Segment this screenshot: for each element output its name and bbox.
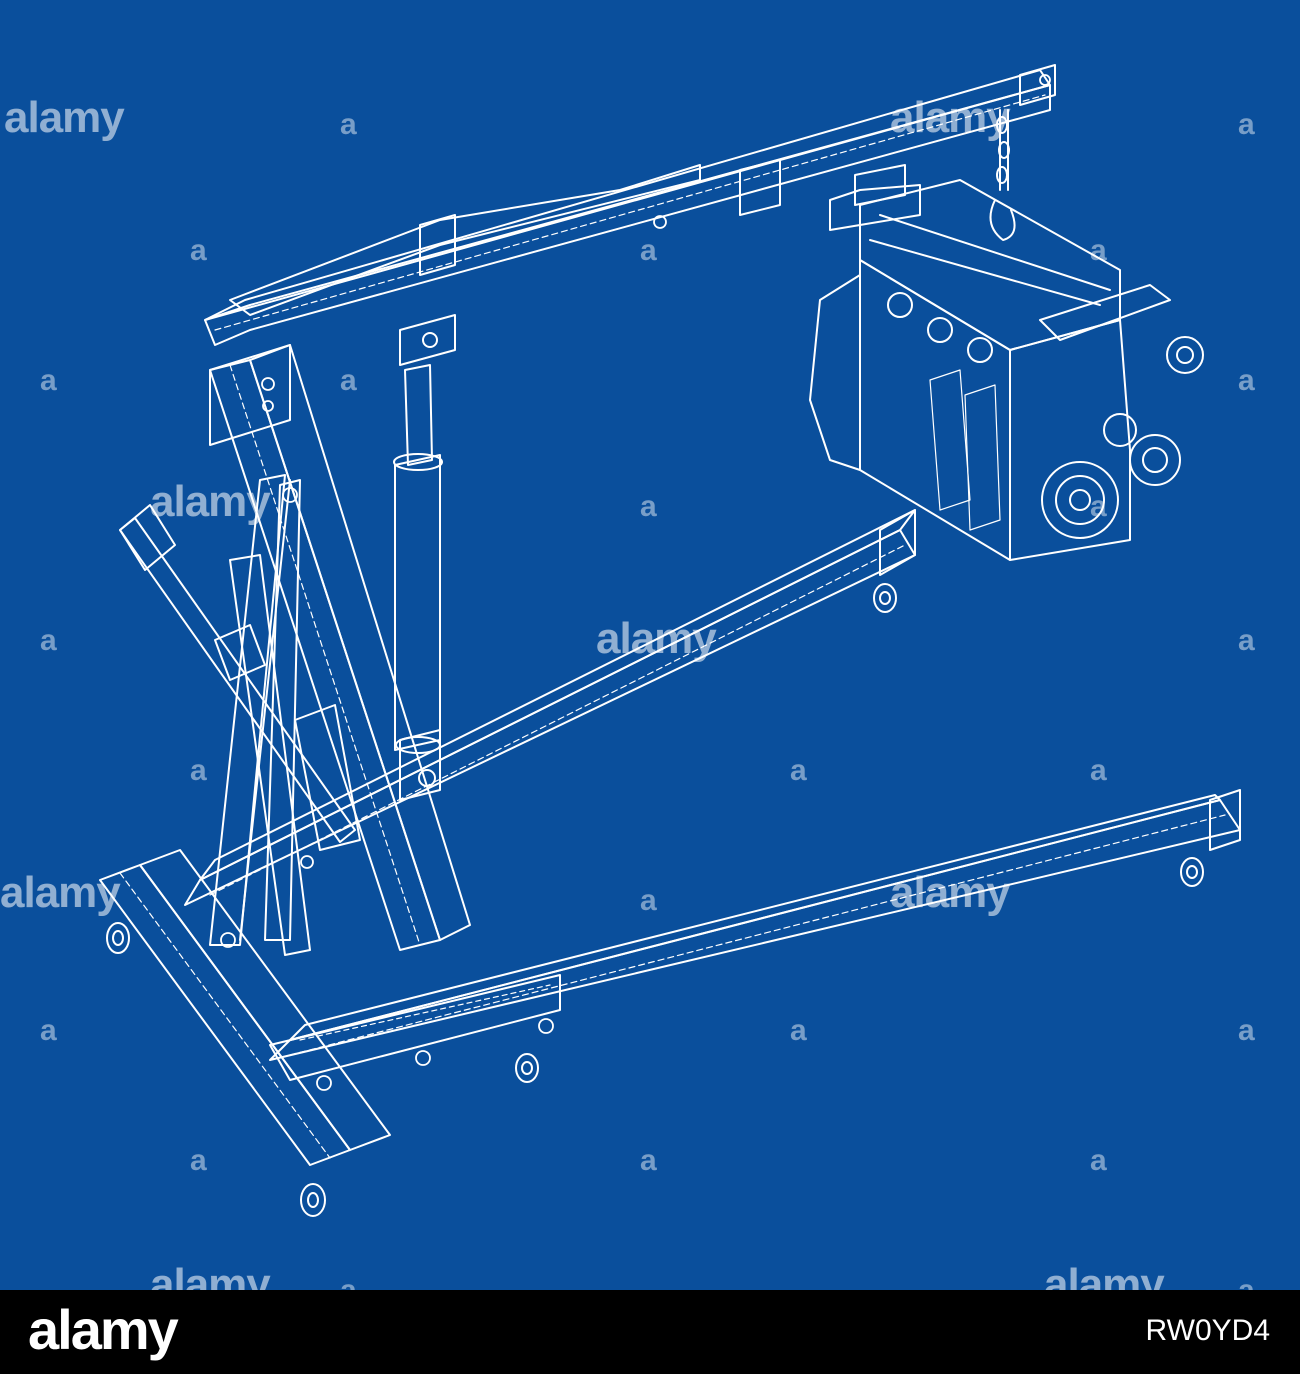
watermark-symbol: a: [1238, 1276, 1255, 1291]
lift-chain: [989, 109, 1016, 241]
right-leg: [269, 789, 1241, 1081]
watermark-symbol: a: [40, 1014, 57, 1047]
blueprint-canvas: alamy alamy alamy alamy alamy alamy alam…: [0, 0, 1300, 1290]
watermark-symbol: a: [340, 364, 357, 397]
footer-bar: alamy RW0YD4: [0, 1290, 1300, 1374]
pump-handle: [119, 504, 361, 851]
watermark-symbol: a: [640, 490, 657, 523]
watermark-text: alamy: [4, 93, 125, 142]
watermark-text: alamy: [890, 93, 1011, 142]
engine-block: [809, 164, 1204, 561]
watermark-symbol: a: [640, 1144, 657, 1177]
watermark-symbol: a: [1238, 108, 1255, 141]
watermark-symbol: a: [1238, 364, 1255, 397]
watermark-symbol: a: [1090, 490, 1107, 523]
left-leg: [184, 509, 916, 906]
watermark-symbol: a: [1090, 234, 1107, 267]
watermark-symbol: a: [40, 364, 57, 397]
watermark-symbol: a: [190, 234, 207, 267]
watermark-symbol: a: [640, 884, 657, 917]
watermark-symbol: a: [340, 1276, 357, 1291]
a-frame-braces: [209, 474, 311, 956]
watermark-symbol: a: [790, 1014, 807, 1047]
watermark-text: alamy: [150, 477, 271, 526]
engine-hoist-drawing: [99, 64, 1241, 1217]
watermark-symbol: a: [1238, 624, 1255, 657]
image-id-label: RW0YD4: [1145, 1314, 1270, 1347]
watermark-symbol: a: [340, 108, 357, 141]
base-crossbar: [99, 849, 391, 1166]
bolts: [220, 74, 1051, 1091]
mast: [209, 344, 471, 951]
watermark-symbol: a: [40, 624, 57, 657]
watermark-symbol: a: [1090, 1144, 1107, 1177]
watermark-symbol: a: [190, 754, 207, 787]
watermark-text: alamy: [890, 868, 1011, 917]
hydraulic-ram: [393, 314, 456, 801]
watermark-text: alamy: [150, 1260, 271, 1291]
watermark-symbol: a: [1090, 754, 1107, 787]
watermark-symbol: a: [1238, 1014, 1255, 1047]
watermark-symbol: a: [640, 234, 657, 267]
casters: [106, 583, 1204, 1217]
watermark-symbol: a: [190, 1144, 207, 1177]
watermark-text: alamy: [0, 868, 121, 917]
boom: [204, 64, 1056, 346]
watermark-text: alamy: [1044, 1260, 1165, 1291]
footer-logo[interactable]: alamy: [28, 1298, 179, 1361]
watermark-symbol: a: [790, 754, 807, 787]
watermark-text: alamy: [596, 614, 717, 663]
